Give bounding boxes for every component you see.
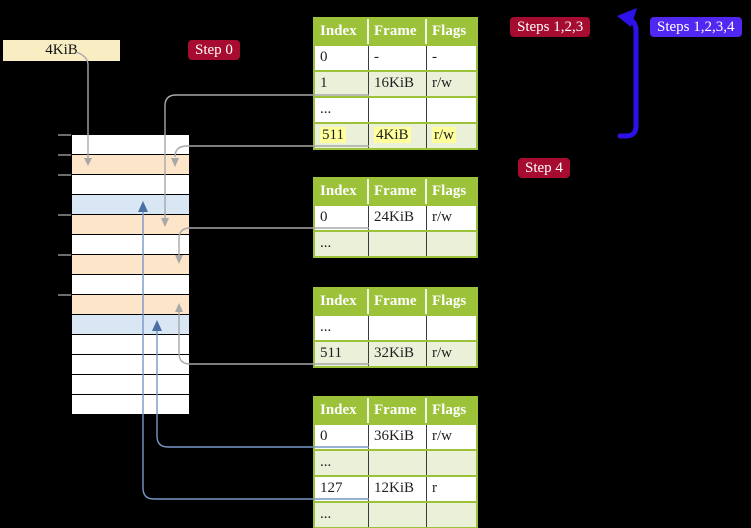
column-header: Frame (369, 179, 427, 204)
table-cell: r (432, 480, 437, 496)
column-header: Frame (369, 398, 427, 423)
column-header: Index (315, 398, 369, 423)
table-cell: ... (315, 316, 369, 340)
table-row: ... (315, 96, 476, 122)
table-cell (427, 232, 476, 256)
table-cell: r/w (432, 345, 452, 361)
memory-frame-row-free (72, 275, 189, 295)
table-cell: 16KiB (369, 72, 427, 96)
table-cell: r/w (432, 75, 452, 91)
table-cell: 511 (315, 124, 369, 148)
table-cell: 0 (315, 425, 369, 449)
memory-frame-row-free (72, 355, 189, 375)
table-cell (369, 98, 427, 122)
table-cell: 0 (315, 46, 369, 70)
table-cell: 127 (315, 477, 369, 501)
column-header: Flags (432, 293, 467, 309)
column-header: Index (315, 19, 369, 44)
column-header: Frame (369, 289, 427, 314)
table-cell (369, 232, 427, 256)
table-row: ... (315, 449, 476, 475)
table-cell: ... (315, 451, 369, 475)
table-cell: 1 (315, 72, 369, 96)
table-cell: r/w (432, 428, 452, 444)
memory-frame-row-free (72, 375, 189, 395)
table-cell: 36KiB (369, 425, 427, 449)
table-cell: r/w (432, 209, 452, 225)
column-header: Index (315, 179, 369, 204)
step-4-label: Step 4 (518, 158, 570, 178)
column-header: Flags (432, 183, 467, 199)
highlighted-value: r/w (432, 127, 456, 143)
column-header: Flags (432, 23, 467, 39)
table-row: ... (315, 230, 476, 256)
memory-frame-row-pagetable (72, 255, 189, 275)
table-row: ... (315, 314, 476, 340)
table-cell: ... (315, 503, 369, 527)
repeat-steps-arrowhead-icon (617, 8, 637, 27)
memory-frame-row-mapped (72, 315, 189, 335)
table-cell: ... (315, 98, 369, 122)
table-cell (427, 451, 476, 475)
column-header: Index (315, 289, 369, 314)
steps-1-2-3-4-label: Steps 1,2,3,4 (650, 17, 742, 37)
table-cell: 32KiB (369, 342, 427, 366)
memory-frame-row-pagetable (72, 295, 189, 315)
table-cell (369, 503, 427, 527)
table-cell (427, 503, 476, 527)
table-row: 0-- (315, 44, 476, 70)
table-cell: 24KiB (369, 206, 427, 230)
memory-frame-row-free (72, 135, 189, 155)
column-header: Frame (369, 19, 427, 44)
table-cell (369, 316, 427, 340)
table-cell (369, 451, 427, 475)
repeat-steps-arrow (617, 16, 639, 139)
table-row: ... (315, 501, 476, 527)
highlighted-value: 4KiB (374, 127, 411, 143)
memory-ticks (58, 134, 71, 296)
table-cell: 12KiB (369, 477, 427, 501)
highlighted-value: 511 (320, 127, 346, 143)
frame-address-box: 4KiB (3, 40, 120, 61)
table-cell (427, 98, 476, 122)
table-cell: r/w (427, 124, 476, 148)
table-cell: 511 (315, 342, 369, 366)
memory-frame-row-free (72, 335, 189, 355)
memory-frame-row-free (72, 395, 189, 415)
memory-frame-row-pagetable (72, 155, 189, 175)
memory-frame-row-pagetable (72, 215, 189, 235)
table-cell: - (432, 49, 437, 65)
steps-1-2-3-label: Steps 1,2,3 (510, 17, 591, 37)
table-cell: ... (315, 232, 369, 256)
table-cell (427, 316, 476, 340)
physical-memory-column (71, 134, 190, 415)
step-0-label: Step 0 (188, 40, 240, 60)
column-header: Flags (432, 402, 467, 418)
memory-frame-row-mapped (72, 195, 189, 215)
memory-frame-row-free (72, 235, 189, 255)
table-cell: 4KiB (369, 124, 427, 148)
table-row: 511 4KiB r/w (315, 122, 476, 148)
table-cell: 0 (315, 206, 369, 230)
memory-frame-row-free (72, 175, 189, 195)
table-cell: - (369, 46, 427, 70)
